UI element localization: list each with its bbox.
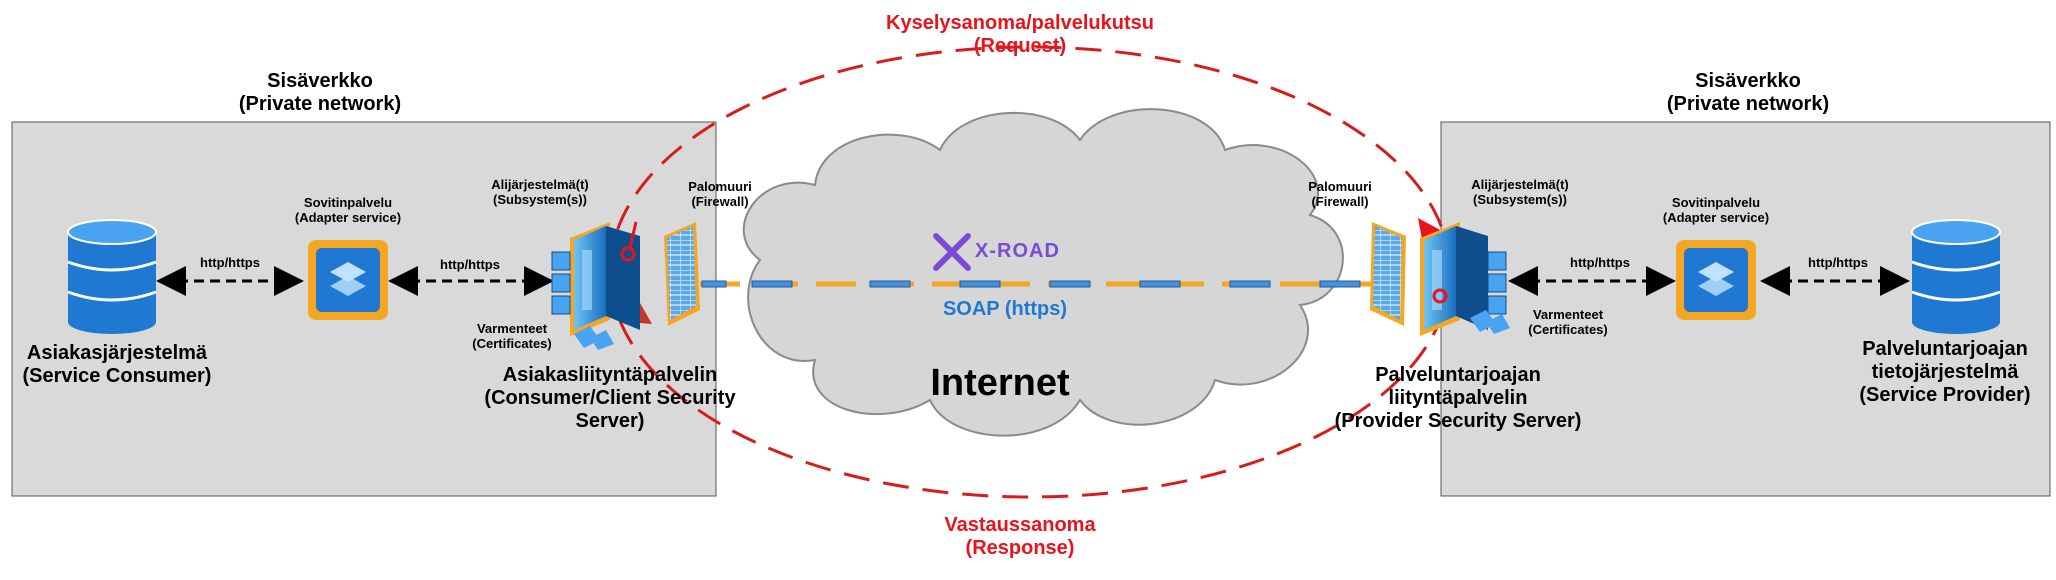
right-security-server-label: Palveluntarjoajan liityntäpalvelin (Prov… <box>1318 364 1598 433</box>
left-security-server-label-line2: (Consumer/Client Security <box>484 387 736 409</box>
soap-label: SOAP (https) <box>942 298 1068 320</box>
consumer-label: Asiakasjärjestelmä (Service Consumer) <box>12 342 222 388</box>
left-certificates-label: Varmenteet (Certificates) <box>462 321 562 352</box>
left-security-server-label-line1: Asiakasliityntäpalvelin <box>502 364 718 386</box>
right-security-server-label-line1: Palveluntarjoajan <box>1375 364 1541 386</box>
left-security-server-label-line3: Server) <box>575 410 645 432</box>
left-firewall-icon <box>664 222 700 326</box>
right-certificates-label-line2: (Certificates) <box>1528 321 1608 337</box>
left-network-title: Sisäverkko (Private network) <box>200 70 440 116</box>
response-label-line1: Vastaussanoma <box>944 514 1096 536</box>
right-protocol-2: http/https <box>1808 255 1868 270</box>
left-adapter-label-line2: (Adapter service) <box>294 209 402 225</box>
right-security-server-label-line2: liityntäpalvelin <box>1388 387 1528 409</box>
right-protocol-1: http/https <box>1570 255 1630 270</box>
left-network-title-line1: Sisäverkko <box>267 70 373 92</box>
right-firewall-icon <box>1370 222 1406 326</box>
provider-label-line3: (Service Provider) <box>1859 384 2031 406</box>
right-security-server-label-line3: (Provider Security Server) <box>1334 410 1582 432</box>
request-label-line2: (Request) <box>973 35 1067 57</box>
consumer-label-line1: Asiakasjärjestelmä <box>26 342 208 364</box>
right-network-title-line1: Sisäverkko <box>1695 70 1801 92</box>
right-security-server-icon <box>1420 222 1510 336</box>
right-subsystems-label: Alijärjestelmä(t) (Subsystem(s)) <box>1460 177 1580 208</box>
xroad-label: X-ROAD <box>975 240 1060 262</box>
left-protocol-1: http/https <box>200 255 260 270</box>
right-adapter-label: Sovitinpalvelu (Adapter service) <box>1653 195 1779 226</box>
provider-label: Palveluntarjoajan tietojärjestelmä (Serv… <box>1840 338 2050 407</box>
right-adapter-label-line1: Sovitinpalvelu <box>1671 195 1761 210</box>
xroad-logo-icon <box>933 233 971 271</box>
right-adapter-icon <box>1676 240 1756 320</box>
provider-label-line1: Palveluntarjoajan <box>1862 338 2028 360</box>
consumer-label-line2: (Service Consumer) <box>22 365 212 387</box>
internet-label: Internet <box>930 362 1070 404</box>
left-adapter-label-line1: Sovitinpalvelu <box>303 195 393 210</box>
left-subsystems-label-line1: Alijärjestelmä(t) <box>491 177 589 192</box>
left-firewall-label-line1: Palomuuri <box>688 179 752 194</box>
left-security-server-icon <box>551 221 640 350</box>
left-adapter-icon <box>308 240 388 320</box>
left-subsystems-label: Alijärjestelmä(t) (Subsystem(s)) <box>480 177 600 208</box>
soap-tunnel-segments <box>701 280 1361 288</box>
provider-label-line2: tietojärjestelmä <box>1871 361 2019 383</box>
consumer-database-icon <box>67 219 157 334</box>
left-network-title-line2: (Private network) <box>238 93 402 115</box>
request-label-line1: Kyselysanoma/palvelukutsu <box>886 12 1154 34</box>
request-label: Kyselysanoma/palvelukutsu (Request) <box>835 12 1205 58</box>
response-label: Vastaussanoma (Response) <box>860 514 1180 560</box>
right-adapter-label-line2: (Adapter service) <box>1662 209 1770 225</box>
left-certificates-label-line2: (Certificates) <box>472 335 552 351</box>
provider-database-icon <box>1911 219 2001 334</box>
right-firewall-label-line2: (Firewall) <box>1311 193 1369 209</box>
left-adapter-label: Sovitinpalvelu (Adapter service) <box>285 195 411 226</box>
left-protocol-2: http/https <box>440 257 500 272</box>
right-certificates-label-line1: Varmenteet <box>1532 307 1604 322</box>
left-certificates-label-line1: Varmenteet <box>476 321 548 336</box>
left-firewall-label-line2: (Firewall) <box>691 193 749 209</box>
response-label-line2: (Response) <box>965 537 1075 559</box>
internet-cloud <box>742 108 1344 437</box>
left-security-server-label: Asiakasliityntäpalvelin (Consumer/Client… <box>470 364 750 433</box>
right-network-title-line2: (Private network) <box>1666 93 1830 115</box>
left-subsystems-label-line2: (Subsystem(s)) <box>493 191 587 207</box>
right-firewall-label: Palomuuri (Firewall) <box>1290 179 1390 210</box>
right-subsystems-label-line2: (Subsystem(s)) <box>1473 191 1567 207</box>
right-network-title: Sisäverkko (Private network) <box>1628 70 1868 116</box>
right-subsystems-label-line1: Alijärjestelmä(t) <box>1471 177 1569 192</box>
right-firewall-label-line1: Palomuuri <box>1308 179 1372 194</box>
left-firewall-label: Palomuuri (Firewall) <box>670 179 770 210</box>
right-certificates-label: Varmenteet (Certificates) <box>1518 307 1618 338</box>
